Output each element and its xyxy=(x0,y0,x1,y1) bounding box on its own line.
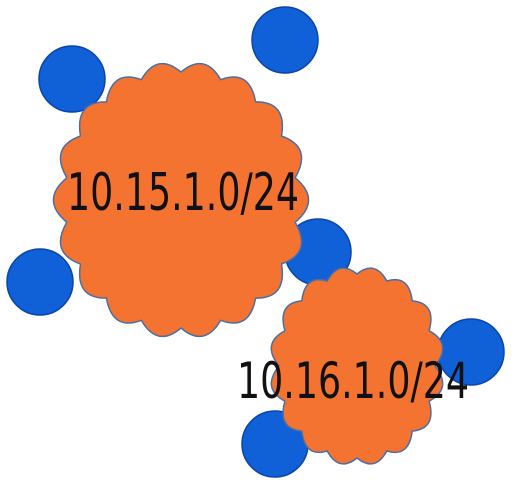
network-labels: 10.15.1.0/24 10.16.1.0/24 xyxy=(67,163,469,410)
host-node-top-right xyxy=(251,6,319,74)
network-cloud-10-15 xyxy=(52,62,310,338)
network-clouds xyxy=(52,62,444,465)
host-nodes xyxy=(6,6,505,478)
network-label-10-16: 10.16.1.0/24 xyxy=(237,352,469,410)
host-node-top-left xyxy=(38,45,106,113)
network-cloud-10-16 xyxy=(270,267,444,465)
network-label-10-15: 10.15.1.0/24 xyxy=(67,163,299,223)
host-node-bottom-left xyxy=(6,248,74,316)
